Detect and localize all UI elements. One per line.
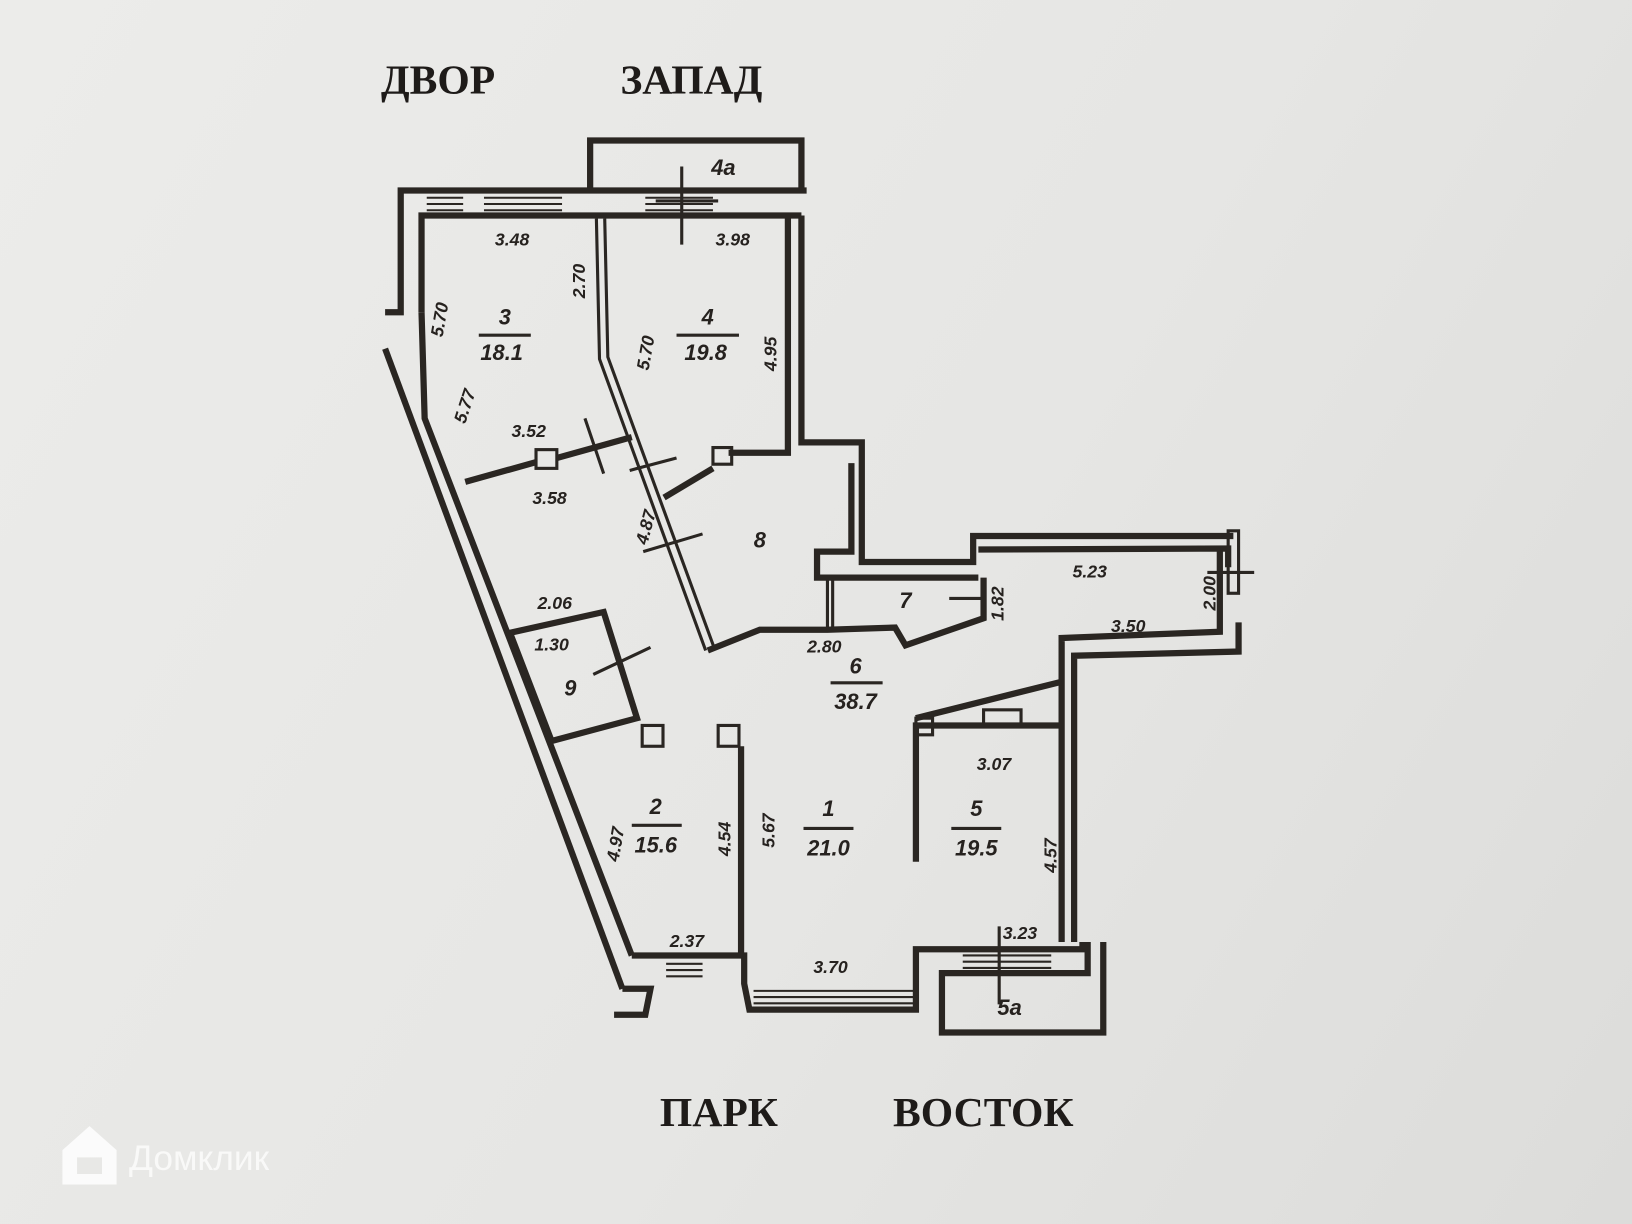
dimension: 3.98 (716, 230, 751, 250)
dimension: 2.37 (669, 931, 706, 951)
dimension: 3.70 (813, 957, 848, 977)
room-number: 1 (822, 796, 834, 821)
room-7: 7 (899, 588, 912, 613)
room-6: 6 38.7 (830, 653, 883, 714)
watermark-text: Домклик (129, 1139, 270, 1178)
direction-label-vostok: ВОСТОК (893, 1090, 1073, 1136)
balcony-4a: 4а (710, 155, 735, 180)
room-5: 5 19.5 (951, 796, 1002, 861)
room-number: 6 (849, 653, 862, 678)
dimension: 2.70 (569, 264, 589, 300)
walls (382, 137, 1255, 1036)
dimension: 5.70 (427, 301, 453, 339)
room-2: 2 15.6 (631, 794, 682, 857)
balcony-5a: 5а (997, 995, 1021, 1020)
dimension: 3.52 (512, 421, 547, 441)
room-9: 9 (564, 675, 577, 700)
room-3: 3 18.1 (478, 305, 531, 365)
room-area: 19.5 (955, 836, 998, 861)
dimension: 5.77 (450, 386, 480, 426)
dimension: 2.06 (537, 593, 573, 613)
dimension: 4.95 (760, 336, 780, 373)
house-logo-icon (62, 1126, 117, 1185)
room-area: 15.6 (634, 832, 677, 857)
direction-label-zapad: ЗАПАД (620, 58, 762, 104)
room-area: 21.0 (806, 836, 850, 861)
room-number: 5 (970, 796, 983, 821)
domclick-watermark: Домклик (62, 1126, 270, 1185)
room-number: 3 (499, 305, 511, 330)
room-area: 38.7 (834, 689, 877, 714)
room-4: 4 19.8 (676, 305, 739, 365)
dimension: 2.00 (1200, 576, 1220, 612)
dimension: 3.23 (1003, 923, 1038, 943)
dimension-labels: 3.48 3.98 2.70 5.70 5.77 5.70 4.95 3.52 … (427, 230, 1220, 978)
dimension: 4.97 (602, 824, 628, 864)
dimension: 2.80 (806, 637, 842, 657)
dimension: 4.54 (715, 822, 735, 858)
dimension: 4.57 (1040, 837, 1060, 874)
dimension: 3.58 (532, 488, 567, 508)
room-area: 19.8 (684, 340, 727, 365)
room-number: 4 (701, 305, 714, 330)
dimension: 4.87 (631, 507, 660, 548)
dimension: 1.82 (987, 586, 1007, 621)
room-8: 8 (754, 527, 767, 552)
room-area: 18.1 (480, 340, 523, 365)
dimension: 3.50 (1111, 616, 1146, 636)
room-1: 1 21.0 (803, 796, 854, 861)
direction-label-dvor: ДВОР (381, 58, 495, 104)
direction-label-park: ПАРК (660, 1090, 778, 1136)
dimension: 5.67 (758, 812, 778, 848)
dimension: 5.23 (1073, 562, 1108, 582)
dimension: 5.70 (633, 334, 659, 372)
dimension: 3.07 (977, 754, 1013, 774)
room-number: 2 (649, 794, 662, 819)
dimension: 3.48 (495, 230, 530, 250)
dimension: 1.30 (534, 635, 569, 655)
